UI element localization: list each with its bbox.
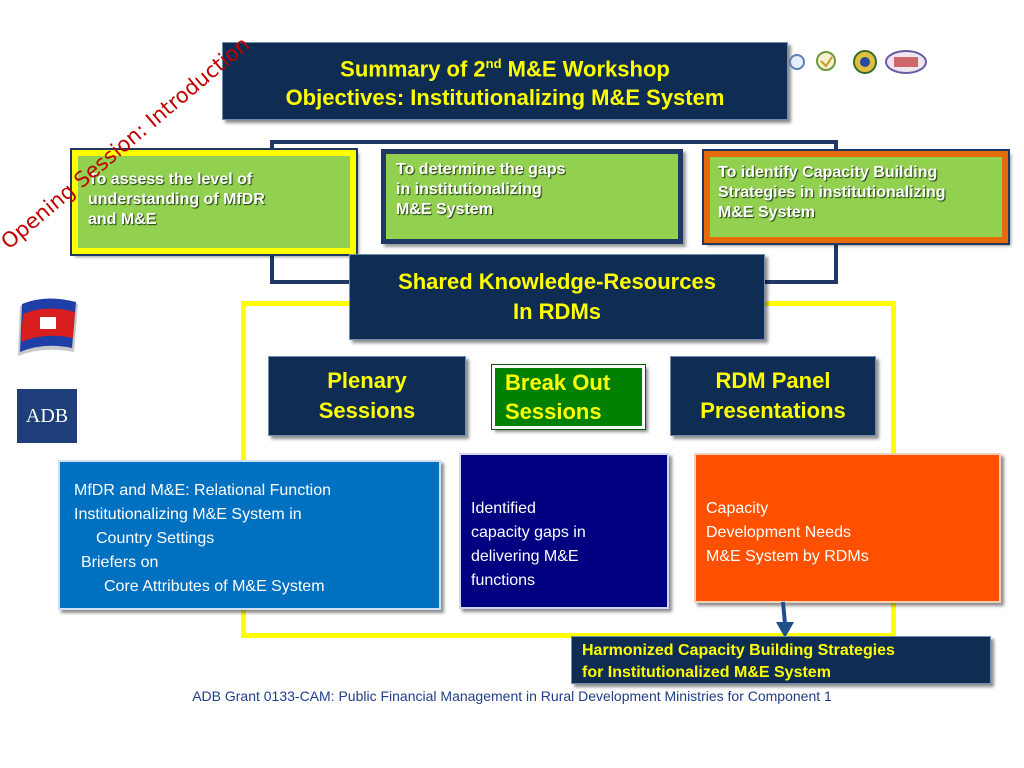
title-line-1: Summary of 2nd M&E Workshop — [340, 56, 670, 82]
objective-strategies-box: To identify Capacity Building Strategies… — [702, 149, 1010, 245]
objective-strategies-line-2: Strategies in institutionalizing — [718, 184, 946, 201]
shared-knowledge-line-2: In RDMs — [513, 299, 601, 324]
adb-logo-text: ADB — [25, 404, 69, 427]
breakout-detail-3: delivering M&E — [471, 548, 579, 565]
flag-book-icon — [18, 298, 78, 356]
objective-gaps-line-1: To determine the gaps — [396, 161, 566, 178]
objective-gaps-line-3: M&E System — [396, 201, 493, 218]
breakout-detail-2: capacity gaps in — [471, 524, 586, 541]
plenary-detail-3: Country Settings — [96, 530, 215, 547]
rdm-panel-line-2: Presentations — [700, 398, 846, 423]
plenary-detail-5: Core Attributes of M&E System — [104, 578, 325, 595]
objective-strategies-line-3: M&E System — [718, 204, 815, 221]
harmonized-strategies-box: Harmonized Capacity Building Strategies … — [571, 636, 991, 684]
breakout-details-box: Identified capacity gaps in delivering M… — [459, 453, 669, 609]
panel-detail-1: Capacity — [706, 500, 769, 517]
cambodia-flag-icon — [14, 296, 84, 360]
title-line-2: Objectives: Institutionalizing M&E Syste… — [285, 84, 725, 110]
plenary-detail-2: Institutionalizing M&E System in — [74, 506, 302, 523]
footer-text: ADB Grant 0133-CAM: Public Financial Man… — [192, 688, 832, 704]
breakout-sessions-box: Break Out Sessions — [491, 364, 646, 430]
objective-assess-box: To assess the level of understanding of … — [70, 148, 358, 256]
objective-strategies-line-1: To identify Capacity Building — [718, 164, 938, 181]
shared-knowledge-line-1: Shared Knowledge-Resources — [398, 269, 716, 294]
objective-assess-line-1: To assess the level of — [88, 171, 253, 188]
plenary-sessions-box: Plenary Sessions — [268, 356, 466, 436]
panel-details-box: Capacity Development Needs M&E System by… — [694, 453, 1001, 603]
rdm-panel-box: RDM Panel Presentations — [670, 356, 876, 436]
plenary-sessions-line-1: Plenary — [327, 368, 407, 393]
panel-detail-3: M&E System by RDMs — [706, 548, 869, 565]
title-box: Summary of 2nd M&E Workshop Objectives: … — [222, 42, 788, 120]
partner-logos-icon — [789, 50, 927, 74]
breakout-sessions-line-1: Break Out — [505, 370, 611, 395]
harmonized-line-1: Harmonized Capacity Building Strategies — [582, 642, 895, 659]
harmonized-line-2: for Institutionalized M&E System — [582, 664, 831, 681]
adb-logo: ADB — [17, 389, 77, 443]
breakout-sessions-line-2: Sessions — [505, 399, 602, 424]
rdm-panel-line-1: RDM Panel — [715, 368, 831, 393]
objective-assess-line-3: and M&E — [88, 211, 157, 228]
objective-gaps-line-2: in institutionalizing — [396, 181, 542, 198]
plenary-sessions-line-2: Sessions — [318, 398, 416, 423]
down-arrow-icon — [776, 601, 794, 638]
objective-gaps-box: To determine the gaps in institutionaliz… — [381, 149, 683, 244]
logo-strip — [788, 48, 938, 76]
objective-assess-line-2: understanding of MfDR — [88, 191, 265, 208]
plenary-detail-4: Briefers on — [81, 554, 159, 571]
plenary-details-box: MfDR and M&E: Relational Function Instit… — [58, 460, 441, 610]
breakout-detail-4: functions — [471, 572, 536, 589]
breakout-detail-1: Identified — [471, 500, 536, 517]
panel-detail-2: Development Needs — [706, 524, 851, 541]
plenary-detail-1: MfDR and M&E: Relational Function — [74, 482, 331, 499]
shared-knowledge-box: Shared Knowledge-Resources In RDMs — [349, 254, 765, 340]
